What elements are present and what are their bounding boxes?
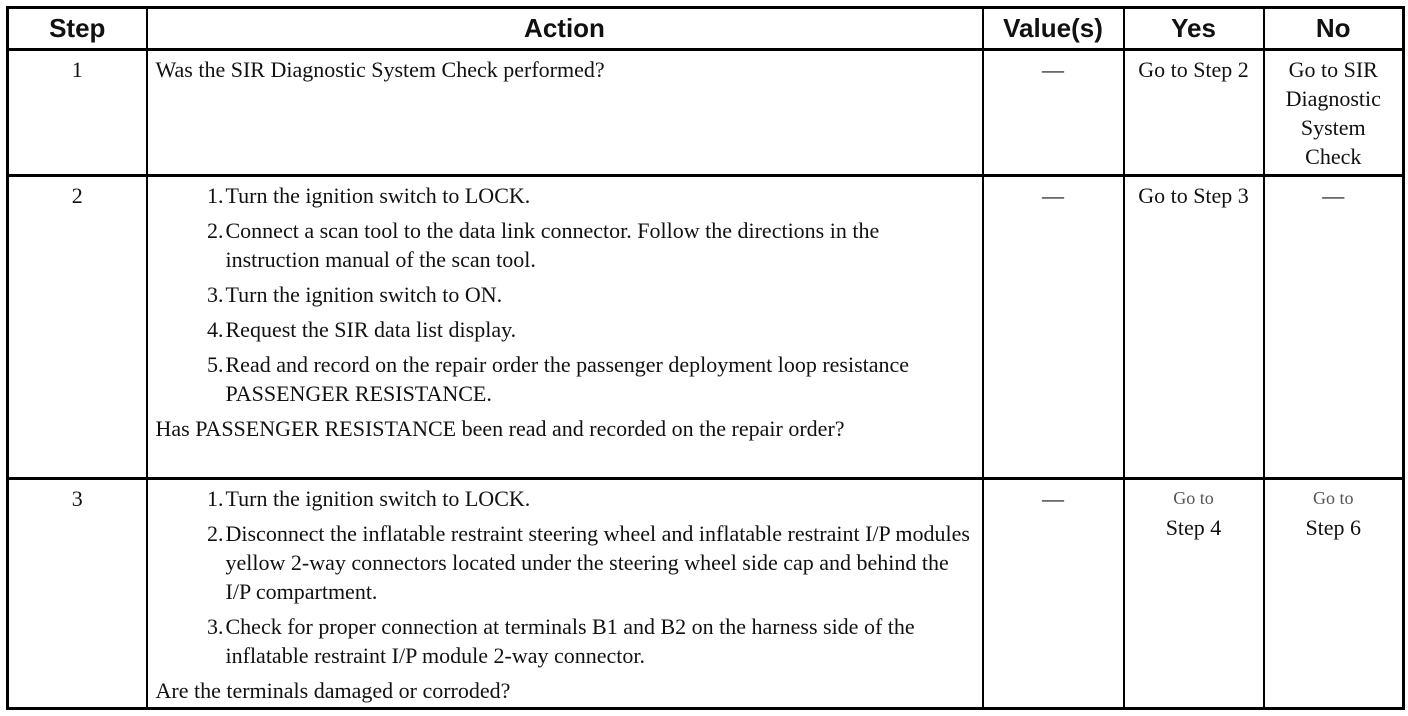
item-text: Connect a scan tool to the data link con… [225, 218, 880, 273]
item-number: 5. [207, 352, 224, 378]
item-number: 2. [207, 520, 224, 546]
header-action: Action [145, 6, 984, 51]
value-cell: — [981, 476, 1125, 710]
no-line1: Go to [1313, 487, 1354, 508]
item-number: 1. [207, 485, 224, 511]
value-dash: — [1042, 57, 1064, 82]
diagnostic-table: Step Action Value(s) Yes No 1 Was the SI… [6, 6, 1405, 710]
header-no: No [1262, 6, 1405, 51]
action-steps-list: 1.Turn the ignition switch to LOCK. 2.Co… [156, 181, 974, 408]
value-cell: — [981, 47, 1125, 177]
value-cell: — [981, 174, 1125, 480]
item-text: Turn the ignition switch to LOCK. [225, 485, 531, 511]
action-steps-list: 1.Turn the ignition switch to LOCK. 2.Di… [156, 484, 974, 670]
action-cell: Was the SIR Diagnostic System Check perf… [145, 47, 984, 177]
step-number: 2 [6, 174, 148, 480]
yes-cell: Go to Step 4 [1122, 476, 1265, 710]
item-number: 4. [207, 317, 224, 343]
no-line2: Step 6 [1305, 514, 1362, 540]
item-text: Read and record on the repair order the … [225, 352, 910, 407]
action-question: Has PASSENGER RESISTANCE been read and r… [155, 416, 845, 442]
item-text: Turn the ignition switch to ON. [225, 282, 503, 308]
item-number: 3. [207, 282, 224, 308]
yes-line2: Step 4 [1165, 514, 1222, 540]
header-step: Step [6, 6, 148, 51]
header-yes: Yes [1122, 6, 1265, 51]
yes-cell: Go to Step 2 [1122, 47, 1265, 177]
item-text: Turn the ignition switch to LOCK. [225, 183, 531, 209]
value-dash: — [1042, 183, 1064, 209]
item-number: 1. [207, 183, 224, 209]
list-item: 2.Connect a scan tool to the data link c… [206, 216, 974, 274]
no-cell: — [1262, 174, 1405, 480]
table-row: 3 1.Turn the ignition switch to LOCK. 2.… [6, 476, 1405, 710]
yes-cell: Go to Step 3 [1122, 174, 1265, 480]
step-number: 3 [6, 476, 148, 710]
table-row: 2 1.Turn the ignition switch to LOCK. 2.… [6, 174, 1405, 480]
list-item: 3.Turn the ignition switch to ON. [206, 280, 974, 309]
action-cell: 1.Turn the ignition switch to LOCK. 2.Co… [145, 174, 984, 480]
item-number: 3. [207, 613, 224, 639]
step-number: 1 [6, 47, 148, 177]
table-row: 1 Was the SIR Diagnostic System Check pe… [6, 47, 1405, 177]
list-item: 5.Read and record on the repair order th… [206, 350, 974, 408]
item-text: Check for proper connection at terminals… [225, 613, 915, 668]
list-item: 1.Turn the ignition switch to LOCK. [206, 181, 974, 210]
no-cell: Go to Step 6 [1262, 476, 1405, 710]
header-values: Value(s) [981, 6, 1125, 51]
no-dash: — [1322, 183, 1345, 209]
no-cell: Go to SIR Diagnostic System Check [1262, 47, 1405, 177]
item-text: Request the SIR data list display. [225, 317, 517, 343]
yes-line1: Go to [1173, 487, 1214, 508]
list-item: 2.Disconnect the inflatable restraint st… [206, 519, 974, 606]
list-item: 3.Check for proper connection at termina… [206, 612, 974, 670]
header-row: Step Action Value(s) Yes No [6, 6, 1405, 51]
action-question: Are the terminals damaged or corroded? [155, 677, 511, 703]
list-item: 1.Turn the ignition switch to LOCK. [206, 484, 974, 513]
action-cell: 1.Turn the ignition switch to LOCK. 2.Di… [145, 476, 984, 710]
item-number: 2. [207, 218, 224, 244]
value-dash: — [1042, 485, 1064, 511]
action-question: Was the SIR Diagnostic System Check perf… [155, 57, 605, 82]
item-text: Disconnect the inflatable restraint stee… [225, 520, 971, 604]
list-item: 4.Request the SIR data list display. [206, 315, 974, 344]
